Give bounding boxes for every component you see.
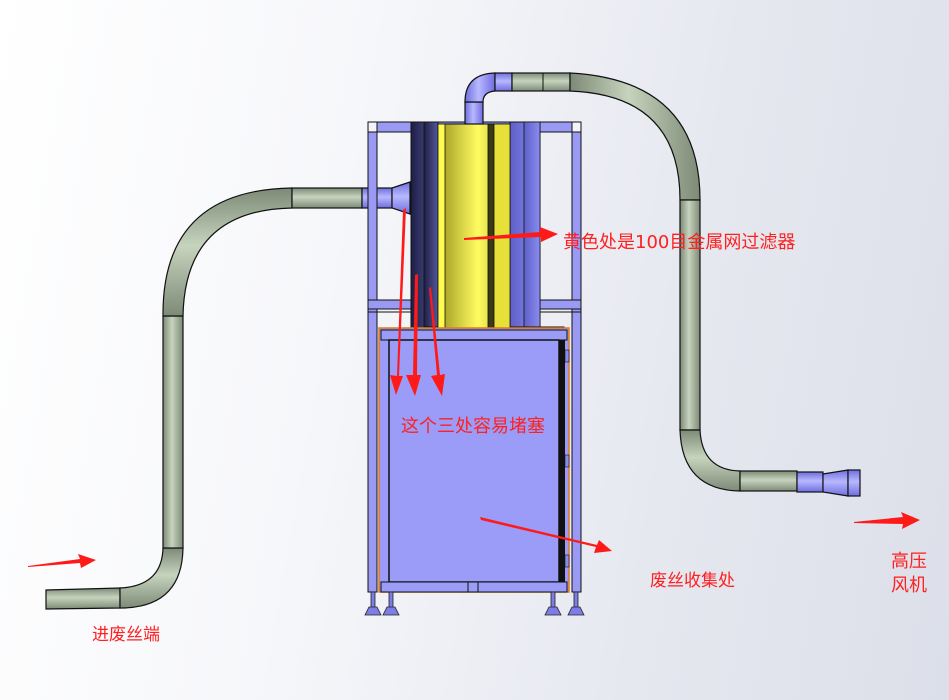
metal-mesh-filter: [437, 123, 511, 329]
inlet-pipe: [45, 181, 411, 610]
cyclone-housing: [410, 121, 565, 341]
blower-label-line2: 风机: [891, 575, 927, 596]
clog-arrow-2: [406, 274, 421, 396]
collection-arrow: [480, 517, 612, 553]
leveling-feet: [364, 591, 585, 616]
clog-arrow-1: [390, 208, 406, 395]
inlet-label: 进废丝端: [92, 625, 160, 645]
inlet-arrow: [28, 554, 96, 568]
filter-arrow: [464, 227, 558, 242]
collection-label: 废丝收集处: [650, 571, 735, 591]
filter-label: 黄色处是100目金属网过滤器: [563, 232, 796, 253]
blower-arrow: [854, 512, 920, 529]
blower-label-line1: 高压: [891, 551, 927, 572]
outlet-pipe: [464, 72, 861, 497]
blower-label: 高压 风机: [891, 550, 937, 598]
collection-bin: [378, 327, 570, 593]
clog-arrow-3: [429, 287, 445, 396]
clog-points-label: 这个三处容易堵塞: [401, 416, 545, 437]
